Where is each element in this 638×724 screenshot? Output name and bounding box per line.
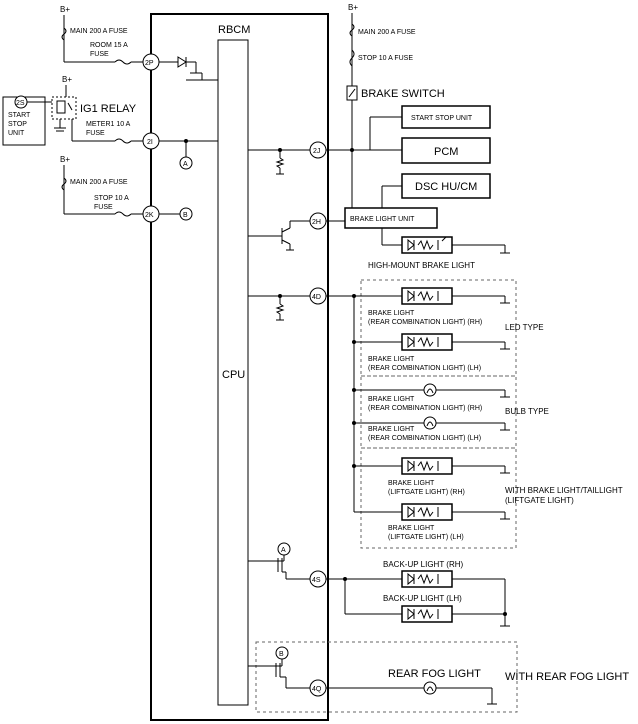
terminal-2k-label: 2K <box>145 212 154 219</box>
terminal-2i-label: 2I <box>147 139 153 146</box>
cpu-block <box>217 39 249 706</box>
room-fuse-label-2: FUSE <box>90 51 109 58</box>
brake-light-led-rh <box>401 287 453 305</box>
with-rear-fog-label: WITH REAR FOG LIGHT <box>505 671 629 683</box>
stop-fuse-symbol <box>114 211 132 217</box>
ref-b-left <box>179 207 193 221</box>
start-stop-terminal-label: 2S <box>16 100 25 107</box>
stop-fuse-label: STOP 10 A <box>94 195 129 202</box>
meter-fuse-label-2: FUSE <box>86 130 105 137</box>
with-taillight-label-1: WITH BRAKE LIGHT/TAILLIGHT <box>505 486 623 495</box>
led-lh-label-1: BRAKE LIGHT <box>368 356 415 363</box>
ig1-relay: B+ IG1 RELAY METER1 10 A FUSE <box>51 75 143 144</box>
backup-lh-label: BACK-UP LIGHT (LH) <box>383 594 462 603</box>
start-stop-unit-left: 2S START STOP UNIT <box>2 95 52 146</box>
supply-right-circuit: B+ MAIN 200 A FUSE STOP 10 A FUSE BRAKE … <box>346 3 445 208</box>
liftgate-rh-label-1: BRAKE LIGHT <box>388 480 435 487</box>
led-lh-label-2: (REAR COMBINATION LIGHT) (LH) <box>368 365 481 372</box>
liftgate-lh-label-1: BRAKE LIGHT <box>388 525 435 532</box>
high-mount-brake-light <box>401 236 453 254</box>
rbcm-title: RBCM <box>218 24 250 36</box>
terminal-2p-label: 2P <box>145 60 154 67</box>
bplus-relay-label: B+ <box>62 75 72 84</box>
dsc-label: DSC HU/CM <box>415 181 477 193</box>
terminal-4s-label: 4S <box>312 577 321 584</box>
ref-a-left <box>179 156 193 170</box>
cpu-label: CPU <box>222 369 245 381</box>
meter-fuse-symbol <box>114 138 132 144</box>
diode-2p <box>159 56 218 81</box>
main-fuse-right-label: MAIN 200 A FUSE <box>358 29 416 36</box>
led-rh-label-2: (REAR COMBINATION LIGHT) (RH) <box>368 319 482 326</box>
dsc-box <box>401 173 491 199</box>
start-stop-unit-right-label: START STOP UNIT <box>411 115 473 122</box>
ig1-relay-label: IG1 RELAY <box>80 103 137 115</box>
bulb-lh-label-2: (REAR COMBINATION LIGHT) (LH) <box>368 435 481 442</box>
meter-fuse-label: METER1 10 A <box>86 121 131 128</box>
terminal-4d-label: 4D <box>312 294 321 301</box>
liftgate-group <box>360 447 517 549</box>
bulb-lh-label-1: BRAKE LIGHT <box>368 426 415 433</box>
pcm-box <box>401 137 491 164</box>
brake-light-bulb-rh <box>423 383 437 397</box>
main-fuse-label: MAIN 200 A FUSE <box>70 28 128 35</box>
brake-light-liftgate-rh <box>401 457 453 475</box>
main-fuse-2k-label: MAIN 200 A FUSE <box>70 179 128 186</box>
bulb-rh-label-1: BRAKE LIGHT <box>368 396 415 403</box>
brake-light-unit <box>344 207 438 229</box>
bulb-type-label: BULB TYPE <box>505 407 549 416</box>
liftgate-rh-label-2: (LIFTGATE LIGHT) (RH) <box>388 489 465 496</box>
brake-light-led-lh <box>401 333 453 351</box>
start-stop-unit-line-2: STOP <box>8 121 27 128</box>
brake-light-liftgate-lh <box>401 503 453 521</box>
bplus-right-label: B+ <box>348 3 358 12</box>
room-fuse-symbol <box>114 59 132 65</box>
ref-a-left-label: A <box>183 161 188 168</box>
stop-fuse-label-2: FUSE <box>94 204 113 211</box>
bplus-label: B+ <box>60 5 70 14</box>
rear-fog-label: REAR FOG LIGHT <box>388 668 481 680</box>
rbcm-module <box>150 13 329 721</box>
ref-b-left-label: B <box>183 212 188 219</box>
backup-light-lh <box>401 605 453 623</box>
bplus-2k-label: B+ <box>60 155 70 164</box>
led-type-label: LED TYPE <box>505 323 544 332</box>
with-taillight-label-2: (LIFTGATE LIGHT) <box>505 496 574 505</box>
terminal-2h-label: 2H <box>312 219 321 226</box>
supply-2k-circuit: B+ MAIN 200 A FUSE STOP 10 A FUSE <box>60 155 143 217</box>
backup-rh-label: BACK-UP LIGHT (RH) <box>383 560 463 569</box>
brake-light-bulb-lh <box>423 416 437 430</box>
start-stop-unit-line-3: UNIT <box>8 130 25 137</box>
pcm-label: PCM <box>434 146 458 158</box>
terminal-2j-label: 2J <box>313 148 320 155</box>
high-mount-label: HIGH-MOUNT BRAKE LIGHT <box>368 261 475 270</box>
rear-fog-group <box>255 641 518 713</box>
ref-a-right-label: A <box>281 547 286 554</box>
brake-switch-label: BRAKE SWITCH <box>361 88 445 100</box>
room-fuse-label: ROOM 15 A <box>90 42 128 49</box>
led-rh-label-1: BRAKE LIGHT <box>368 310 415 317</box>
ref-b-right-label: B <box>279 651 284 658</box>
stop-fuse-right-label: STOP 10 A FUSE <box>358 55 413 62</box>
start-stop-unit-line-1: START <box>8 112 31 119</box>
bulb-rh-label-2: (REAR COMBINATION LIGHT) (RH) <box>368 405 482 412</box>
liftgate-lh-label-2: (LIFTGATE LIGHT) (LH) <box>388 534 464 541</box>
backup-light-rh <box>401 570 453 588</box>
supply-2p-circuit: B+ MAIN 200 A FUSE ROOM 15 A FUSE <box>60 5 143 65</box>
terminal-4q-label: 4Q <box>312 686 322 693</box>
brake-light-unit-label: BRAKE LIGHT UNIT <box>350 216 415 223</box>
rear-fog-bulb <box>423 681 437 695</box>
stop-fuse-right-symbol <box>349 49 355 67</box>
